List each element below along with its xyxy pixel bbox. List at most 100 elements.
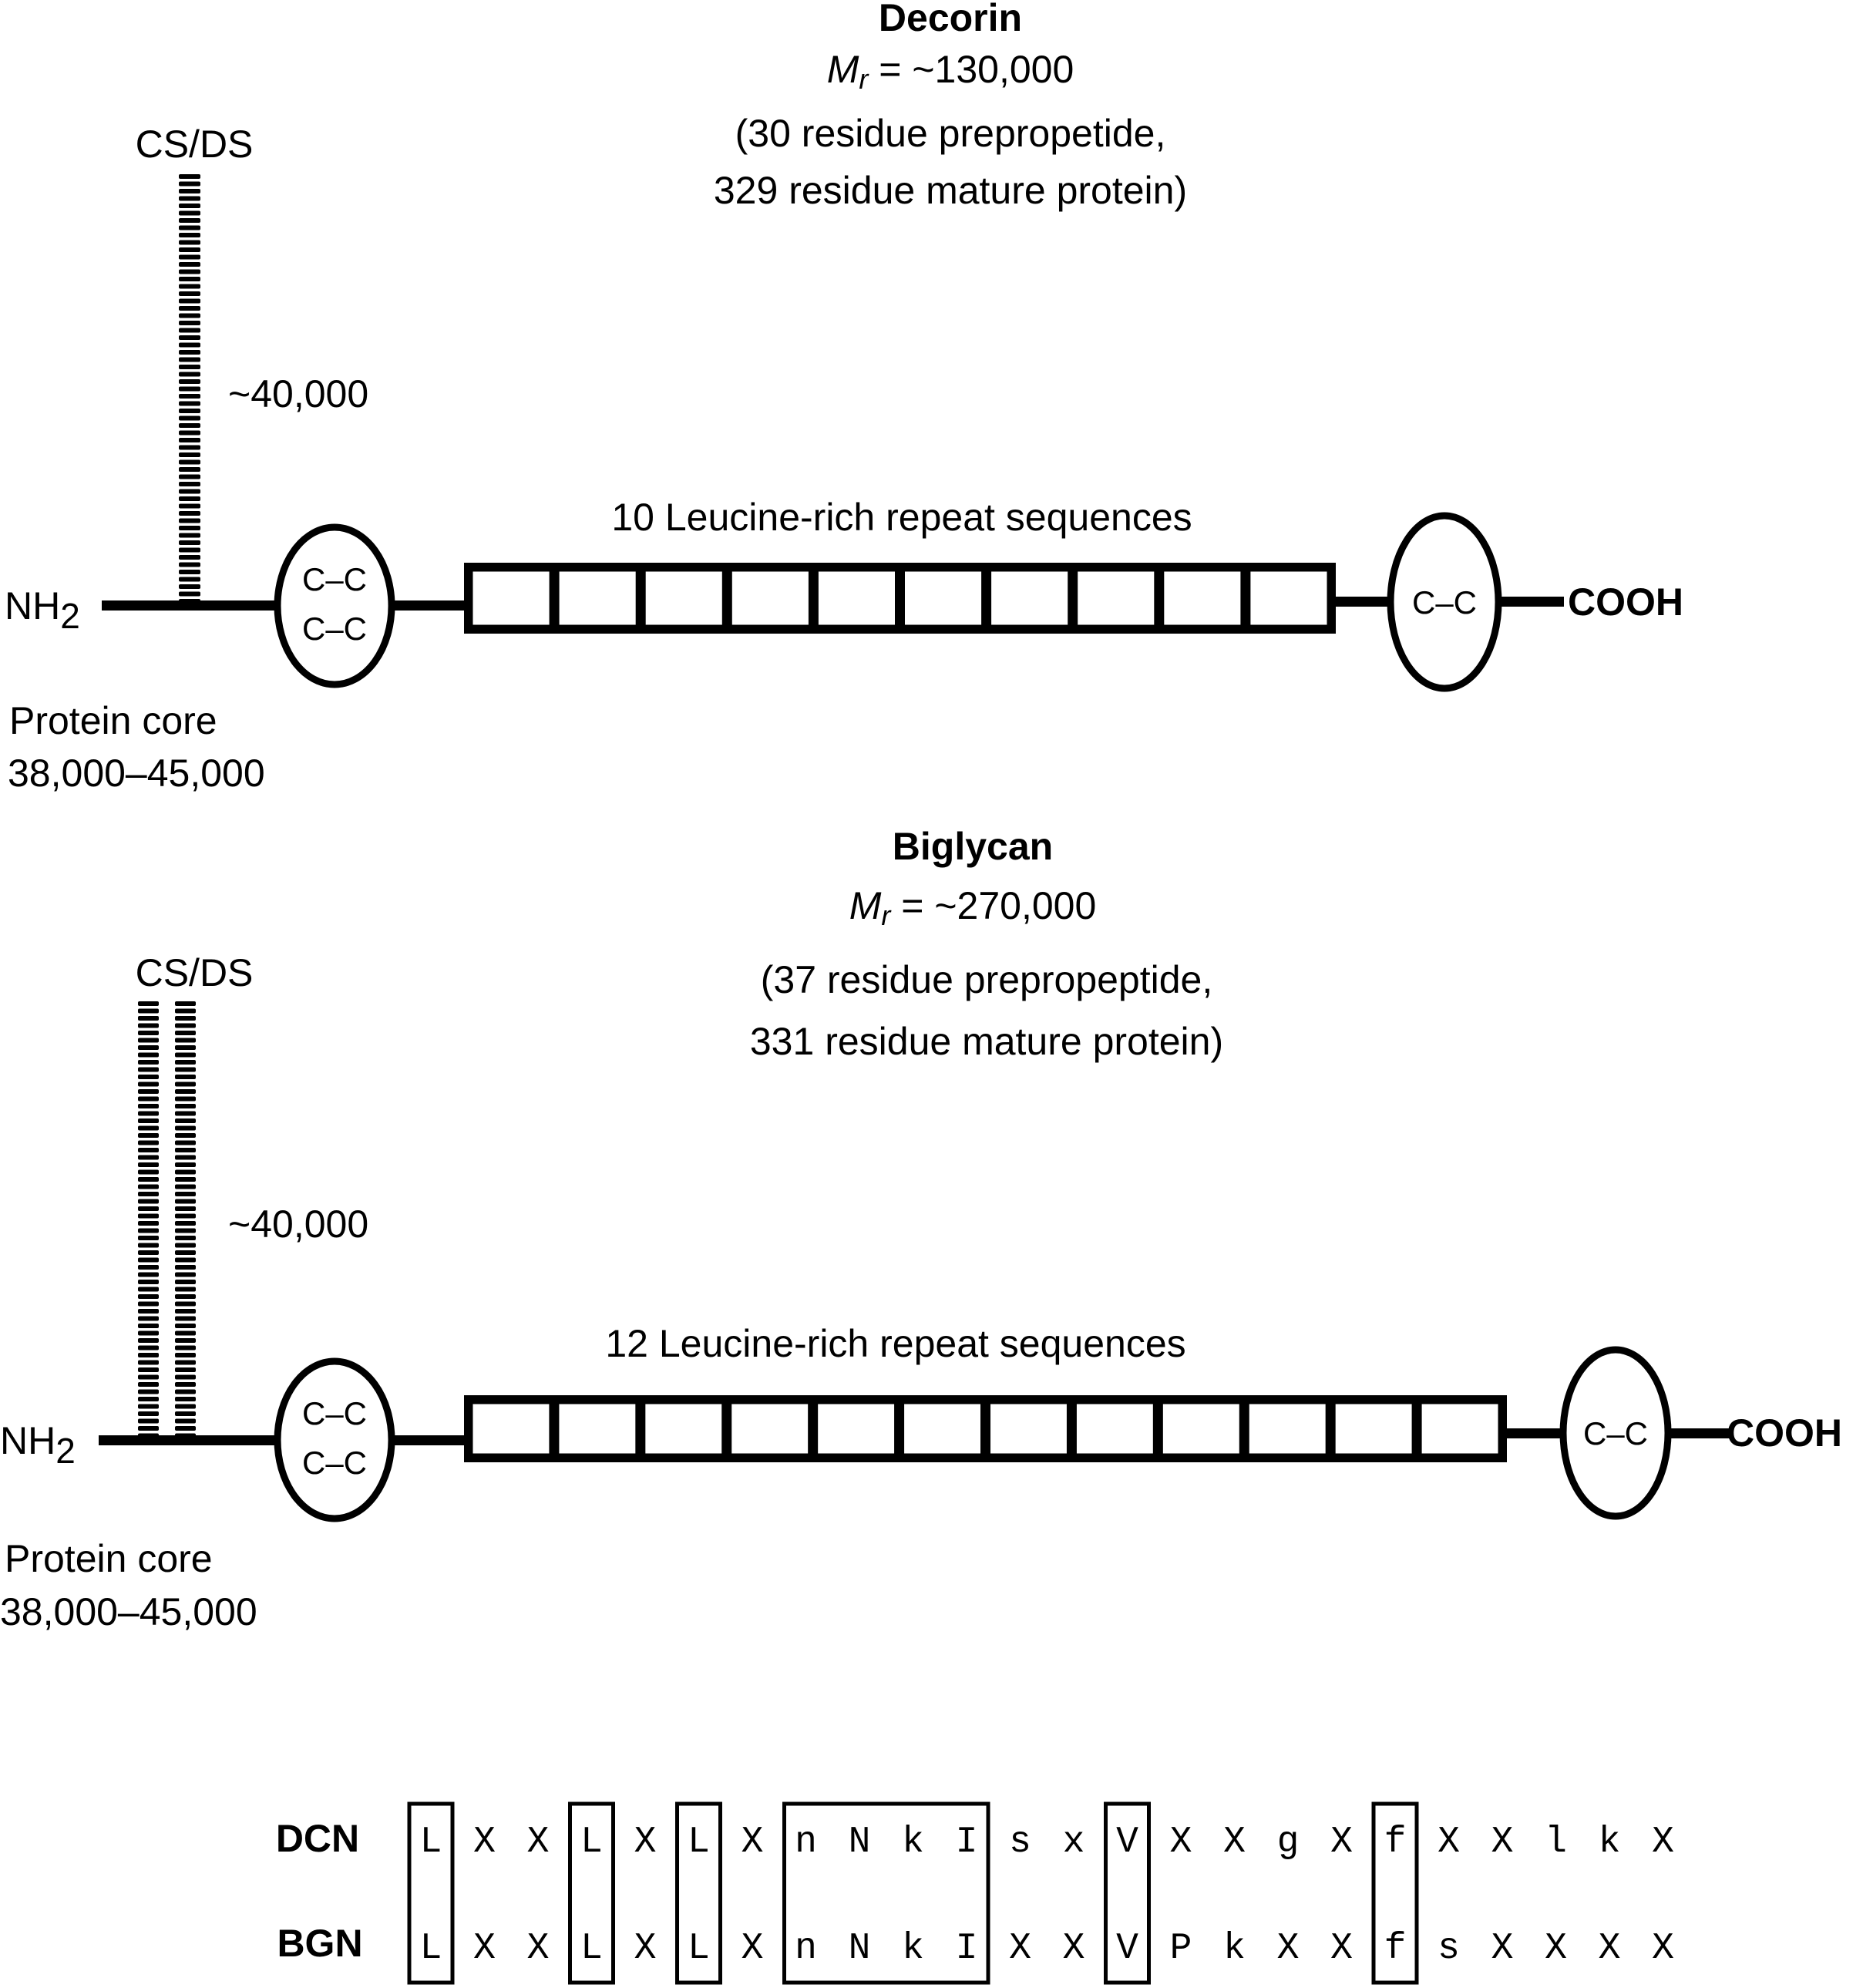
biglycan-panel: Biglycan Mr = ~270,000 (37 residue prepr… (0, 825, 1842, 1633)
biglycan-n-disulfide-2: C–C (302, 1445, 367, 1481)
gag-stripe (138, 1397, 159, 1401)
gag-stripe (175, 1301, 196, 1307)
conserved-box (1371, 1801, 1419, 1985)
biglycan-detail-line1: (37 residue prepropeptide, (761, 958, 1213, 1001)
lrr-repeat (729, 1401, 811, 1456)
gag-stripe (138, 1316, 159, 1321)
gag-stripe (179, 321, 200, 325)
lrr-repeat (729, 569, 811, 627)
lrr-repeat (1333, 1401, 1414, 1456)
decorin-backbone-c1 (1332, 597, 1391, 607)
gag-stripe (138, 1089, 159, 1094)
decorin-title: Decorin (879, 0, 1022, 39)
gag-stripe (175, 1374, 196, 1380)
lrr-repeat (815, 1401, 897, 1456)
gag-stripe (175, 1250, 196, 1255)
gag-stripe (179, 540, 200, 545)
lrr-repeat (903, 569, 984, 627)
residue: s (1438, 1928, 1460, 1969)
mr-symbol: M (827, 48, 859, 91)
gag-stripe (175, 1081, 196, 1087)
gag-stripe (138, 1081, 159, 1087)
gag-stripe (138, 1177, 159, 1182)
n-terminus-sub: 2 (60, 596, 80, 636)
biglycan-mr: Mr = ~270,000 (849, 884, 1097, 931)
gag-stripe (179, 240, 200, 245)
gag-stripe (175, 1060, 196, 1065)
gag-stripe (175, 1184, 196, 1189)
lrr-repeat (557, 1401, 638, 1456)
lrr-divider (982, 1399, 989, 1458)
lrr-repeat (1074, 1401, 1155, 1456)
conserved-residue-boxes (407, 1801, 1419, 1985)
gag-stripe (138, 1257, 159, 1263)
lrr-repeat (815, 569, 898, 627)
gag-stripe (179, 415, 200, 421)
gag-stripe (138, 1250, 159, 1255)
gag-stripe (175, 1118, 196, 1123)
lrr-repeat (557, 569, 638, 627)
decorin-detail-line1: (30 residue prepropetide, (735, 112, 1166, 155)
gag-stripe (179, 189, 200, 193)
gag-stripe (175, 1155, 196, 1160)
biglycan-gag-mass: ~40,000 (228, 1203, 368, 1246)
residue: N (849, 1928, 871, 1969)
biglycan-n-disulfide-1: C–C (302, 1395, 367, 1431)
residue: k (1223, 1928, 1246, 1969)
gag-stripe (179, 284, 200, 289)
decorin-gag-chain (179, 174, 200, 604)
conserved-box (782, 1801, 990, 1985)
gag-stripe (179, 225, 200, 230)
gag-stripe (138, 1118, 159, 1123)
gag-stripe (138, 1309, 159, 1314)
gag-stripe (138, 1155, 159, 1160)
conserved-box (675, 1801, 722, 1985)
gag-stripe (138, 1111, 159, 1116)
residue: f (1384, 1821, 1407, 1863)
gag-stripe (138, 1287, 159, 1292)
lrr-repeat (1246, 1401, 1328, 1456)
lrr-divider (809, 1399, 816, 1458)
gag-stripe (138, 1133, 159, 1138)
mr-symbol: M (849, 884, 882, 927)
lrr-divider (550, 1399, 557, 1458)
gag-stripe (179, 372, 200, 377)
decorin-c-disulfide-loop (1387, 512, 1502, 692)
residue: L (580, 1928, 603, 1969)
gag-stripe (138, 1411, 159, 1416)
residue: X (1063, 1928, 1085, 1969)
gag-stripe (179, 350, 200, 355)
gag-stripe (138, 1272, 159, 1277)
gag-stripe (138, 1301, 159, 1307)
gag-stripe (175, 1243, 196, 1248)
biglycan-backbone-c2 (1670, 1428, 1730, 1438)
gag-stripe (138, 1353, 159, 1357)
gag-stripe (179, 365, 200, 369)
gag-stripe (175, 1104, 196, 1108)
gag-stripe (175, 1294, 196, 1299)
residue: L (688, 1821, 710, 1863)
gag-stripe (175, 1367, 196, 1372)
gag-stripe (175, 1316, 196, 1321)
decorin-repeat-label: 10 Leucine-rich repeat sequences (611, 496, 1192, 539)
gag-stripe (179, 438, 200, 442)
gag-stripe (175, 1148, 196, 1152)
biglycan-n-terminus: NH2 (0, 1419, 76, 1471)
gag-stripe (138, 1324, 159, 1328)
gag-stripe (138, 1075, 159, 1079)
mr-value: = ~270,000 (890, 884, 1096, 927)
gag-stripe (179, 533, 200, 538)
gag-stripe (179, 218, 200, 223)
gag-stripe (179, 562, 200, 567)
gag-stripe (179, 335, 200, 340)
biglycan-repeat-label: 12 Leucine-rich repeat sequences (605, 1322, 1185, 1365)
residue: X (527, 1928, 550, 1969)
gag-stripe (175, 1426, 196, 1431)
decorin-n-disulfide-2: C–C (302, 611, 367, 647)
gag-stripe (138, 1374, 159, 1380)
gag-stripe (175, 1345, 196, 1351)
gag-stripe (175, 1353, 196, 1357)
biglycan-gag-label: CS/DS (136, 951, 254, 994)
gag-stripe (179, 342, 200, 348)
